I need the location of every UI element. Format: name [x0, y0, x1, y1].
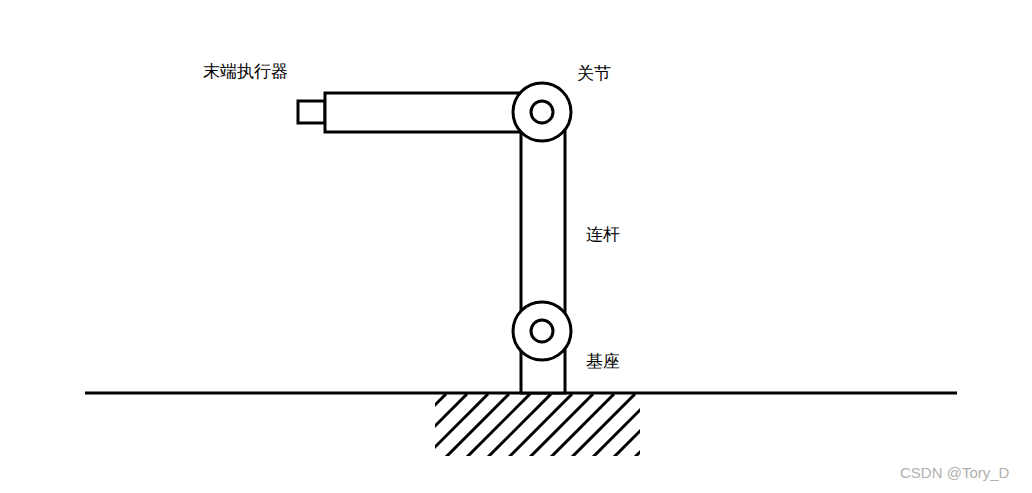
hatch-stroke	[435, 394, 467, 456]
joint-top	[513, 83, 571, 141]
joint-base	[513, 302, 571, 360]
hatch-stroke	[611, 394, 640, 456]
hatch-stroke	[632, 394, 640, 456]
link-label: 连杆	[586, 224, 620, 244]
hatch-stroke	[590, 394, 640, 456]
link-horizontal	[325, 93, 542, 132]
joint-base-pin	[531, 320, 553, 342]
end-effector-label: 末端执行器	[203, 61, 288, 81]
base-label: 基座	[586, 351, 620, 371]
ground-hatching	[435, 394, 640, 456]
joint-label: 关节	[577, 63, 611, 83]
watermark: CSDN @Tory_D	[900, 464, 1009, 482]
end-effector	[298, 101, 325, 123]
joint-top-pin	[531, 101, 553, 123]
